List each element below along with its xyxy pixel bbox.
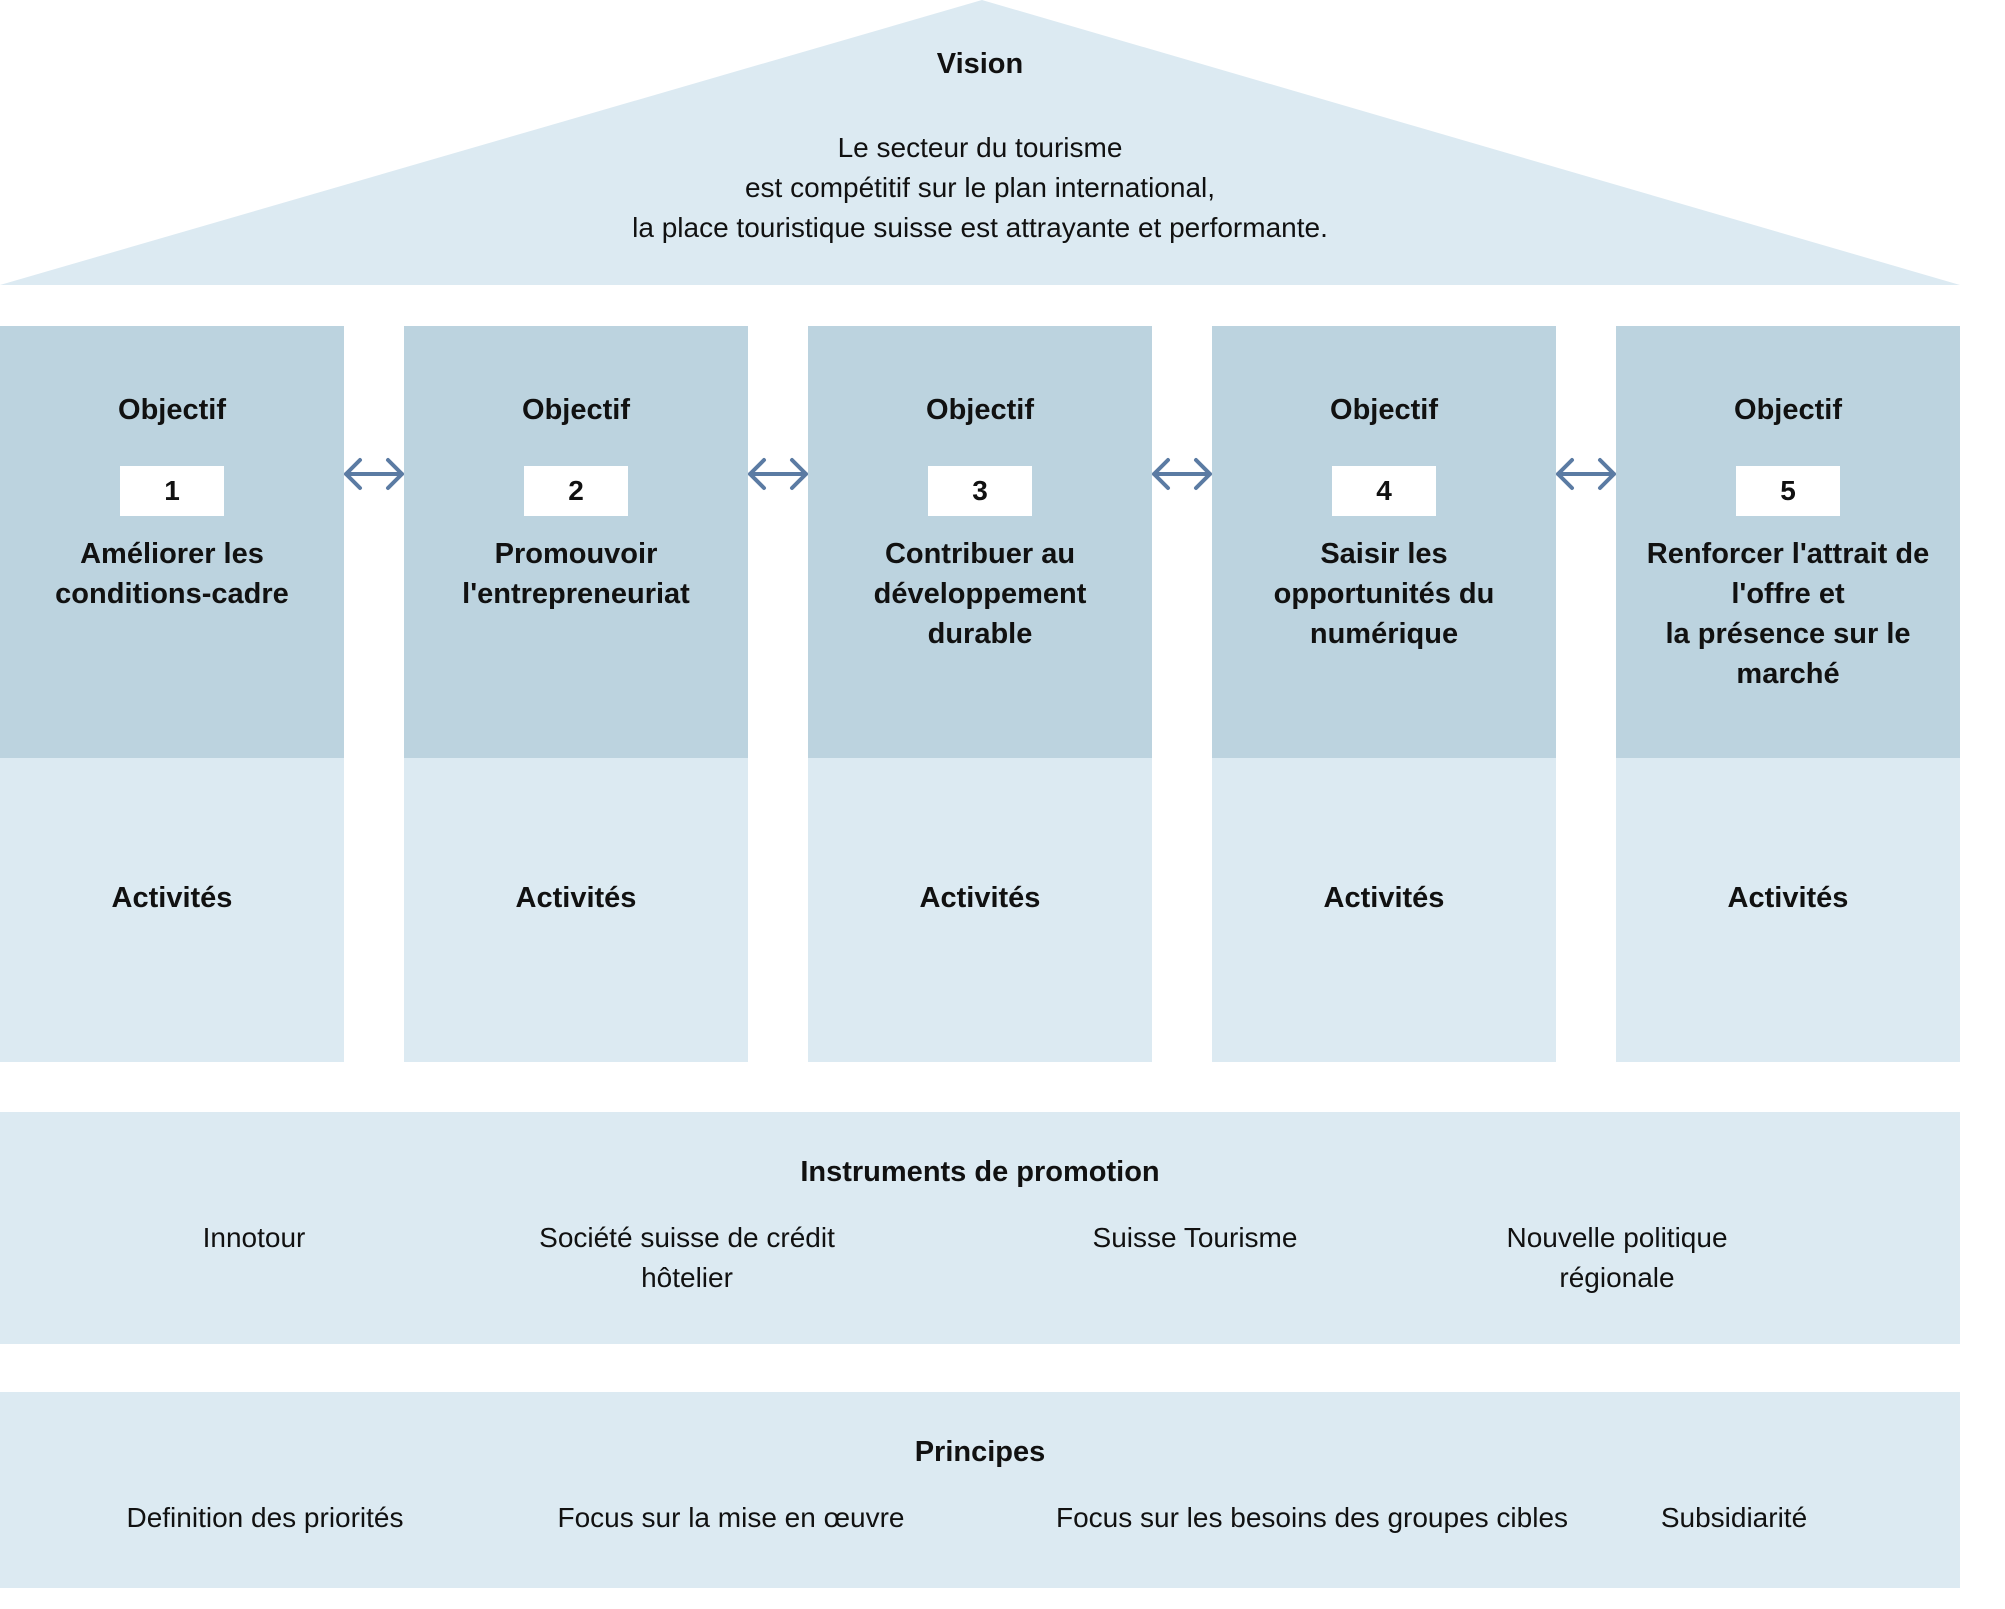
double-arrow-icon <box>1556 458 1616 490</box>
instrument-item: Innotour <box>203 1218 306 1258</box>
objective-number: 4 <box>1332 466 1436 516</box>
objective-number: 2 <box>524 466 628 516</box>
instrument-line: Innotour <box>202 1222 306 1253</box>
instrument-item: Suisse Tourisme <box>1093 1218 1298 1258</box>
principles-title: Principes <box>914 1436 1046 1468</box>
activities-label: Activités <box>919 882 1041 914</box>
objective-line: Contribuer au <box>884 538 1076 570</box>
principle-item: Definition des priorités <box>126 1502 404 1533</box>
instrument-line: Nouvelle politique <box>1506 1222 1728 1253</box>
objective-line: l'entrepreneuriat <box>462 578 690 610</box>
objective-box: Objectif 1 Améliorer les conditions-cadr… <box>0 326 344 758</box>
vision-roof: Vision Le secteur du tourisme est compét… <box>0 0 1960 285</box>
objective-line: Promouvoir <box>494 538 658 570</box>
objective-line: marché <box>1736 658 1840 690</box>
instrument-line: régionale <box>1559 1262 1675 1293</box>
principle-item: Focus sur la mise en œuvre <box>557 1502 905 1533</box>
activities-label: Activités <box>1727 882 1849 914</box>
objective-label: Objectif <box>1734 394 1842 426</box>
double-arrow-icon <box>1152 458 1212 490</box>
instrument-line: Société suisse de crédit <box>539 1222 835 1253</box>
activities-label: Activités <box>515 882 637 914</box>
objective-box: Objectif 3 Contribuer au développement d… <box>808 326 1152 758</box>
activities-box: Activités <box>1616 758 1960 1062</box>
principle-item: Subsidiarité <box>1660 1502 1808 1533</box>
objective-text: Contribuer au développement durable <box>816 534 1144 654</box>
objective-number: 5 <box>1736 466 1840 516</box>
objective-text: Saisir les opportunités du numérique <box>1220 534 1548 654</box>
objective-line: Renforcer l'attrait de <box>1646 538 1930 570</box>
pillar-objective-4: Objectif 4 Saisir les opportunités du nu… <box>1212 326 1556 1062</box>
objective-label: Objectif <box>118 394 226 426</box>
activities-box: Activités <box>404 758 748 1062</box>
double-arrow-icon <box>344 458 404 490</box>
activities-label: Activités <box>1323 882 1445 914</box>
objective-label: Objectif <box>926 394 1034 426</box>
vision-line: la place touristique suisse est attrayan… <box>632 212 1328 243</box>
activities-box: Activités <box>0 758 344 1062</box>
instrument-item: Nouvelle politique régionale <box>1506 1218 1727 1298</box>
objective-box: Objectif 4 Saisir les opportunités du nu… <box>1212 326 1556 758</box>
double-arrow-icon <box>748 458 808 490</box>
objective-line: la présence sur le <box>1665 618 1911 650</box>
instruments-band: Instruments de promotion Innotour Sociét… <box>0 1112 1960 1344</box>
objective-line: opportunités du <box>1273 578 1495 610</box>
objective-box: Objectif 5 Renforcer l'attrait de l'offr… <box>1616 326 1960 758</box>
vision-title: Vision <box>936 48 1024 80</box>
objective-line: l'offre et <box>1731 578 1845 610</box>
pillar-objective-5: Objectif 5 Renforcer l'attrait de l'offr… <box>1616 326 1960 1062</box>
pillar-objective-2: Objectif 2 Promouvoir l'entrepreneuriat … <box>404 326 748 1062</box>
objective-text: Améliorer les conditions-cadre <box>8 534 336 614</box>
principles-band: Principes Definition des priorités Focus… <box>0 1392 1960 1588</box>
pillar-objective-1: Objectif 1 Améliorer les conditions-cadr… <box>0 326 344 1062</box>
vision-line: est compétitif sur le plan international… <box>744 172 1216 203</box>
vision-line: Le secteur du tourisme <box>837 132 1123 163</box>
objective-label: Objectif <box>1330 394 1438 426</box>
instrument-line: Suisse Tourisme <box>1092 1222 1298 1253</box>
instrument-line: hôtelier <box>641 1262 733 1293</box>
pillar-objective-3: Objectif 3 Contribuer au développement d… <box>808 326 1152 1062</box>
activities-box: Activités <box>1212 758 1556 1062</box>
objective-line: conditions-cadre <box>55 578 289 610</box>
objective-label: Objectif <box>522 394 630 426</box>
activities-label: Activités <box>111 882 233 914</box>
principle-item: Focus sur les besoins des groupes cibles <box>1055 1502 1569 1533</box>
objective-text: Renforcer l'attrait de l'offre et la pré… <box>1624 534 1952 694</box>
objective-line: développement <box>873 578 1087 610</box>
objective-line: numérique <box>1309 618 1459 650</box>
objective-number: 3 <box>928 466 1032 516</box>
activities-box: Activités <box>808 758 1152 1062</box>
objective-number: 1 <box>120 466 224 516</box>
objective-text: Promouvoir l'entrepreneuriat <box>412 534 740 614</box>
instruments-title: Instruments de promotion <box>800 1156 1160 1188</box>
objective-line: durable <box>927 618 1033 650</box>
objective-line: Saisir les <box>1320 538 1448 570</box>
vision-statement: Le secteur du tourisme est compétitif su… <box>0 128 1960 248</box>
objective-line: Améliorer les <box>80 538 264 570</box>
instrument-item: Société suisse de crédit hôtelier <box>539 1218 835 1298</box>
objective-box: Objectif 2 Promouvoir l'entrepreneuriat <box>404 326 748 758</box>
